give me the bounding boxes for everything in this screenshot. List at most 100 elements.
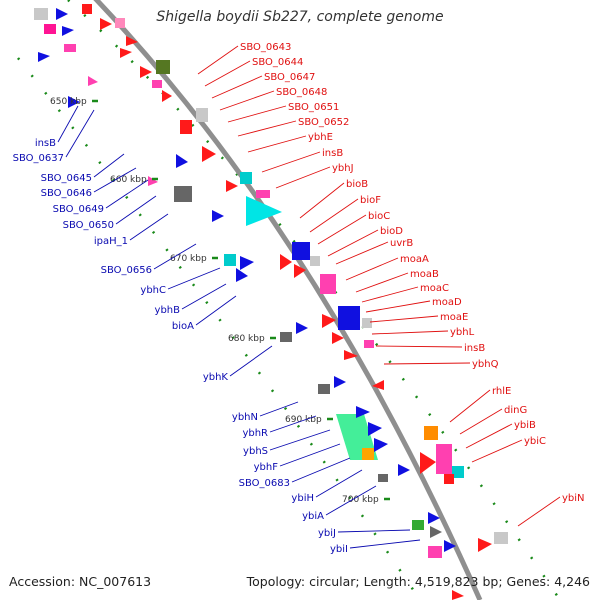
gene-label[interactable]: ybhF — [254, 462, 279, 473]
gene-label[interactable]: ybiC — [524, 436, 546, 447]
gene-feature[interactable] — [368, 422, 382, 436]
gene-feature[interactable] — [34, 8, 48, 20]
gene-feature[interactable] — [332, 332, 344, 344]
gene-feature[interactable] — [444, 540, 456, 552]
gene-label[interactable]: ybiN — [562, 493, 585, 504]
gene-feature[interactable] — [202, 146, 216, 162]
gene-label[interactable]: SBO_0649 — [53, 204, 104, 215]
gene-label[interactable]: SBO_0652 — [298, 117, 349, 128]
gene-label[interactable]: SBO_0646 — [41, 188, 92, 199]
gene-label[interactable]: dinG — [504, 405, 527, 416]
gene-feature[interactable] — [294, 264, 306, 278]
gene-label[interactable]: ybhR — [242, 428, 268, 439]
gene-feature[interactable] — [362, 318, 372, 328]
gene-label[interactable]: moaD — [432, 297, 462, 308]
gene-feature[interactable] — [82, 4, 92, 14]
gene-feature[interactable] — [362, 448, 374, 460]
gene-label[interactable]: ybiI — [330, 544, 348, 555]
gene-label[interactable]: insB — [322, 148, 343, 159]
gene-feature[interactable] — [240, 256, 254, 270]
gene-feature[interactable] — [120, 48, 132, 58]
gene-feature[interactable] — [436, 444, 452, 474]
gene-feature[interactable] — [444, 474, 454, 484]
gene-label[interactable]: moaC — [420, 283, 449, 294]
gene-feature[interactable] — [318, 384, 330, 394]
gene-feature[interactable] — [280, 332, 292, 342]
gene-label[interactable]: ybiA — [302, 511, 324, 522]
gene-label[interactable]: bioF — [360, 195, 381, 206]
gene-label[interactable]: insB — [464, 343, 485, 354]
gene-feature[interactable] — [174, 186, 192, 202]
gene-feature[interactable] — [56, 8, 68, 20]
gene-label[interactable]: moaB — [410, 269, 439, 280]
gene-feature[interactable] — [148, 176, 158, 186]
gene-feature[interactable] — [420, 452, 436, 474]
gene-feature[interactable] — [338, 306, 360, 330]
gene-label[interactable]: ybhC — [140, 285, 166, 296]
gene-feature[interactable] — [452, 590, 464, 600]
gene-label[interactable]: moaA — [400, 254, 429, 265]
gene-label[interactable]: SBO_0648 — [276, 87, 327, 98]
gene-label[interactable]: ybiH — [291, 493, 314, 504]
gene-label[interactable]: bioD — [380, 226, 403, 237]
gene-feature[interactable] — [64, 44, 76, 52]
gene-label[interactable]: SBO_0645 — [41, 173, 92, 184]
gene-feature[interactable] — [152, 80, 162, 88]
gene-feature[interactable] — [322, 314, 336, 328]
gene-feature[interactable] — [115, 18, 125, 28]
gene-label[interactable]: uvrB — [390, 238, 413, 249]
gene-feature[interactable] — [356, 406, 370, 418]
gene-feature[interactable] — [372, 380, 384, 390]
gene-label[interactable]: ybhS — [243, 446, 268, 457]
gene-feature[interactable] — [334, 376, 346, 388]
gene-feature[interactable] — [256, 190, 270, 198]
gene-label[interactable]: moaE — [440, 312, 468, 323]
gene-feature[interactable] — [62, 26, 74, 36]
gene-label[interactable]: ybhL — [450, 327, 475, 338]
gene-label[interactable]: SBO_0637 — [13, 153, 64, 164]
gene-feature[interactable] — [236, 268, 248, 282]
gene-label[interactable]: SBO_0644 — [252, 57, 303, 68]
gene-label[interactable]: bioC — [368, 211, 390, 222]
gene-feature[interactable] — [378, 474, 388, 482]
gene-label[interactable]: SBO_0656 — [101, 265, 152, 276]
gene-features[interactable] — [34, 4, 508, 600]
gene-feature[interactable] — [162, 90, 172, 102]
gene-feature[interactable] — [374, 438, 388, 452]
gene-feature[interactable] — [364, 340, 374, 348]
gene-feature[interactable] — [292, 242, 310, 260]
gene-feature[interactable] — [156, 60, 170, 74]
gene-label[interactable]: ybiB — [514, 420, 536, 431]
gene-feature[interactable] — [430, 526, 442, 538]
gene-feature[interactable] — [140, 66, 152, 78]
gene-label[interactable]: ybhK — [203, 372, 229, 383]
gene-label[interactable]: ipaH_1 — [94, 236, 128, 247]
gene-feature[interactable] — [246, 196, 282, 226]
gene-feature[interactable] — [428, 512, 440, 524]
gene-feature[interactable] — [240, 172, 252, 184]
gene-feature[interactable] — [68, 96, 80, 108]
gene-label[interactable]: ybhQ — [472, 359, 499, 370]
gene-feature[interactable] — [226, 180, 238, 192]
gene-feature[interactable] — [452, 466, 464, 478]
gene-feature[interactable] — [424, 426, 438, 440]
gene-feature[interactable] — [398, 464, 410, 476]
gene-feature[interactable] — [224, 254, 236, 266]
gene-feature[interactable] — [412, 520, 424, 530]
gene-feature[interactable] — [38, 52, 50, 62]
gene-label[interactable]: rhlE — [492, 386, 511, 397]
gene-feature[interactable] — [196, 108, 208, 122]
gene-label[interactable]: ybhN — [232, 412, 258, 423]
gene-label[interactable]: ybhB — [155, 305, 181, 316]
gene-feature[interactable] — [176, 154, 188, 168]
gene-label[interactable]: ybhJ — [332, 163, 354, 174]
gene-label[interactable]: SBO_0647 — [264, 72, 315, 83]
gene-label[interactable]: bioB — [346, 179, 368, 190]
gene-feature[interactable] — [310, 256, 320, 266]
gene-feature[interactable] — [428, 546, 442, 558]
gene-feature[interactable] — [88, 76, 98, 86]
gene-feature[interactable] — [296, 322, 308, 334]
gene-label[interactable]: ybiJ — [318, 528, 336, 539]
gene-feature[interactable] — [478, 538, 492, 552]
gene-feature[interactable] — [494, 532, 508, 544]
